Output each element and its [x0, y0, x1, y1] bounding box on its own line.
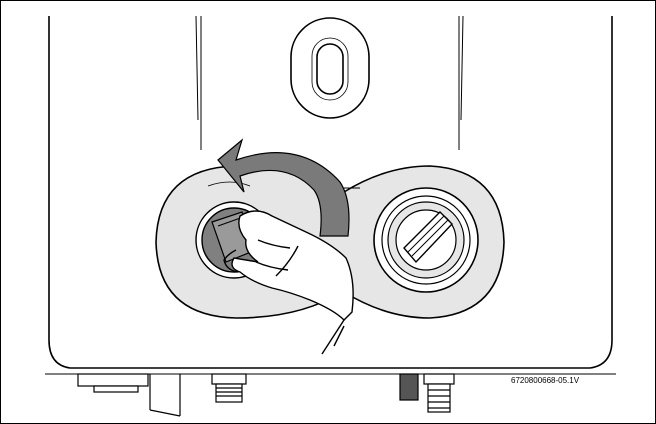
hand — [223, 210, 354, 355]
figure-code: 6720800668-05.1V — [511, 376, 580, 385]
oval-window — [290, 17, 370, 119]
rotary-knob-white — [373, 187, 479, 293]
pipe-connectors — [77, 373, 455, 417]
rotation-arrow-counterclockwise — [217, 138, 350, 237]
